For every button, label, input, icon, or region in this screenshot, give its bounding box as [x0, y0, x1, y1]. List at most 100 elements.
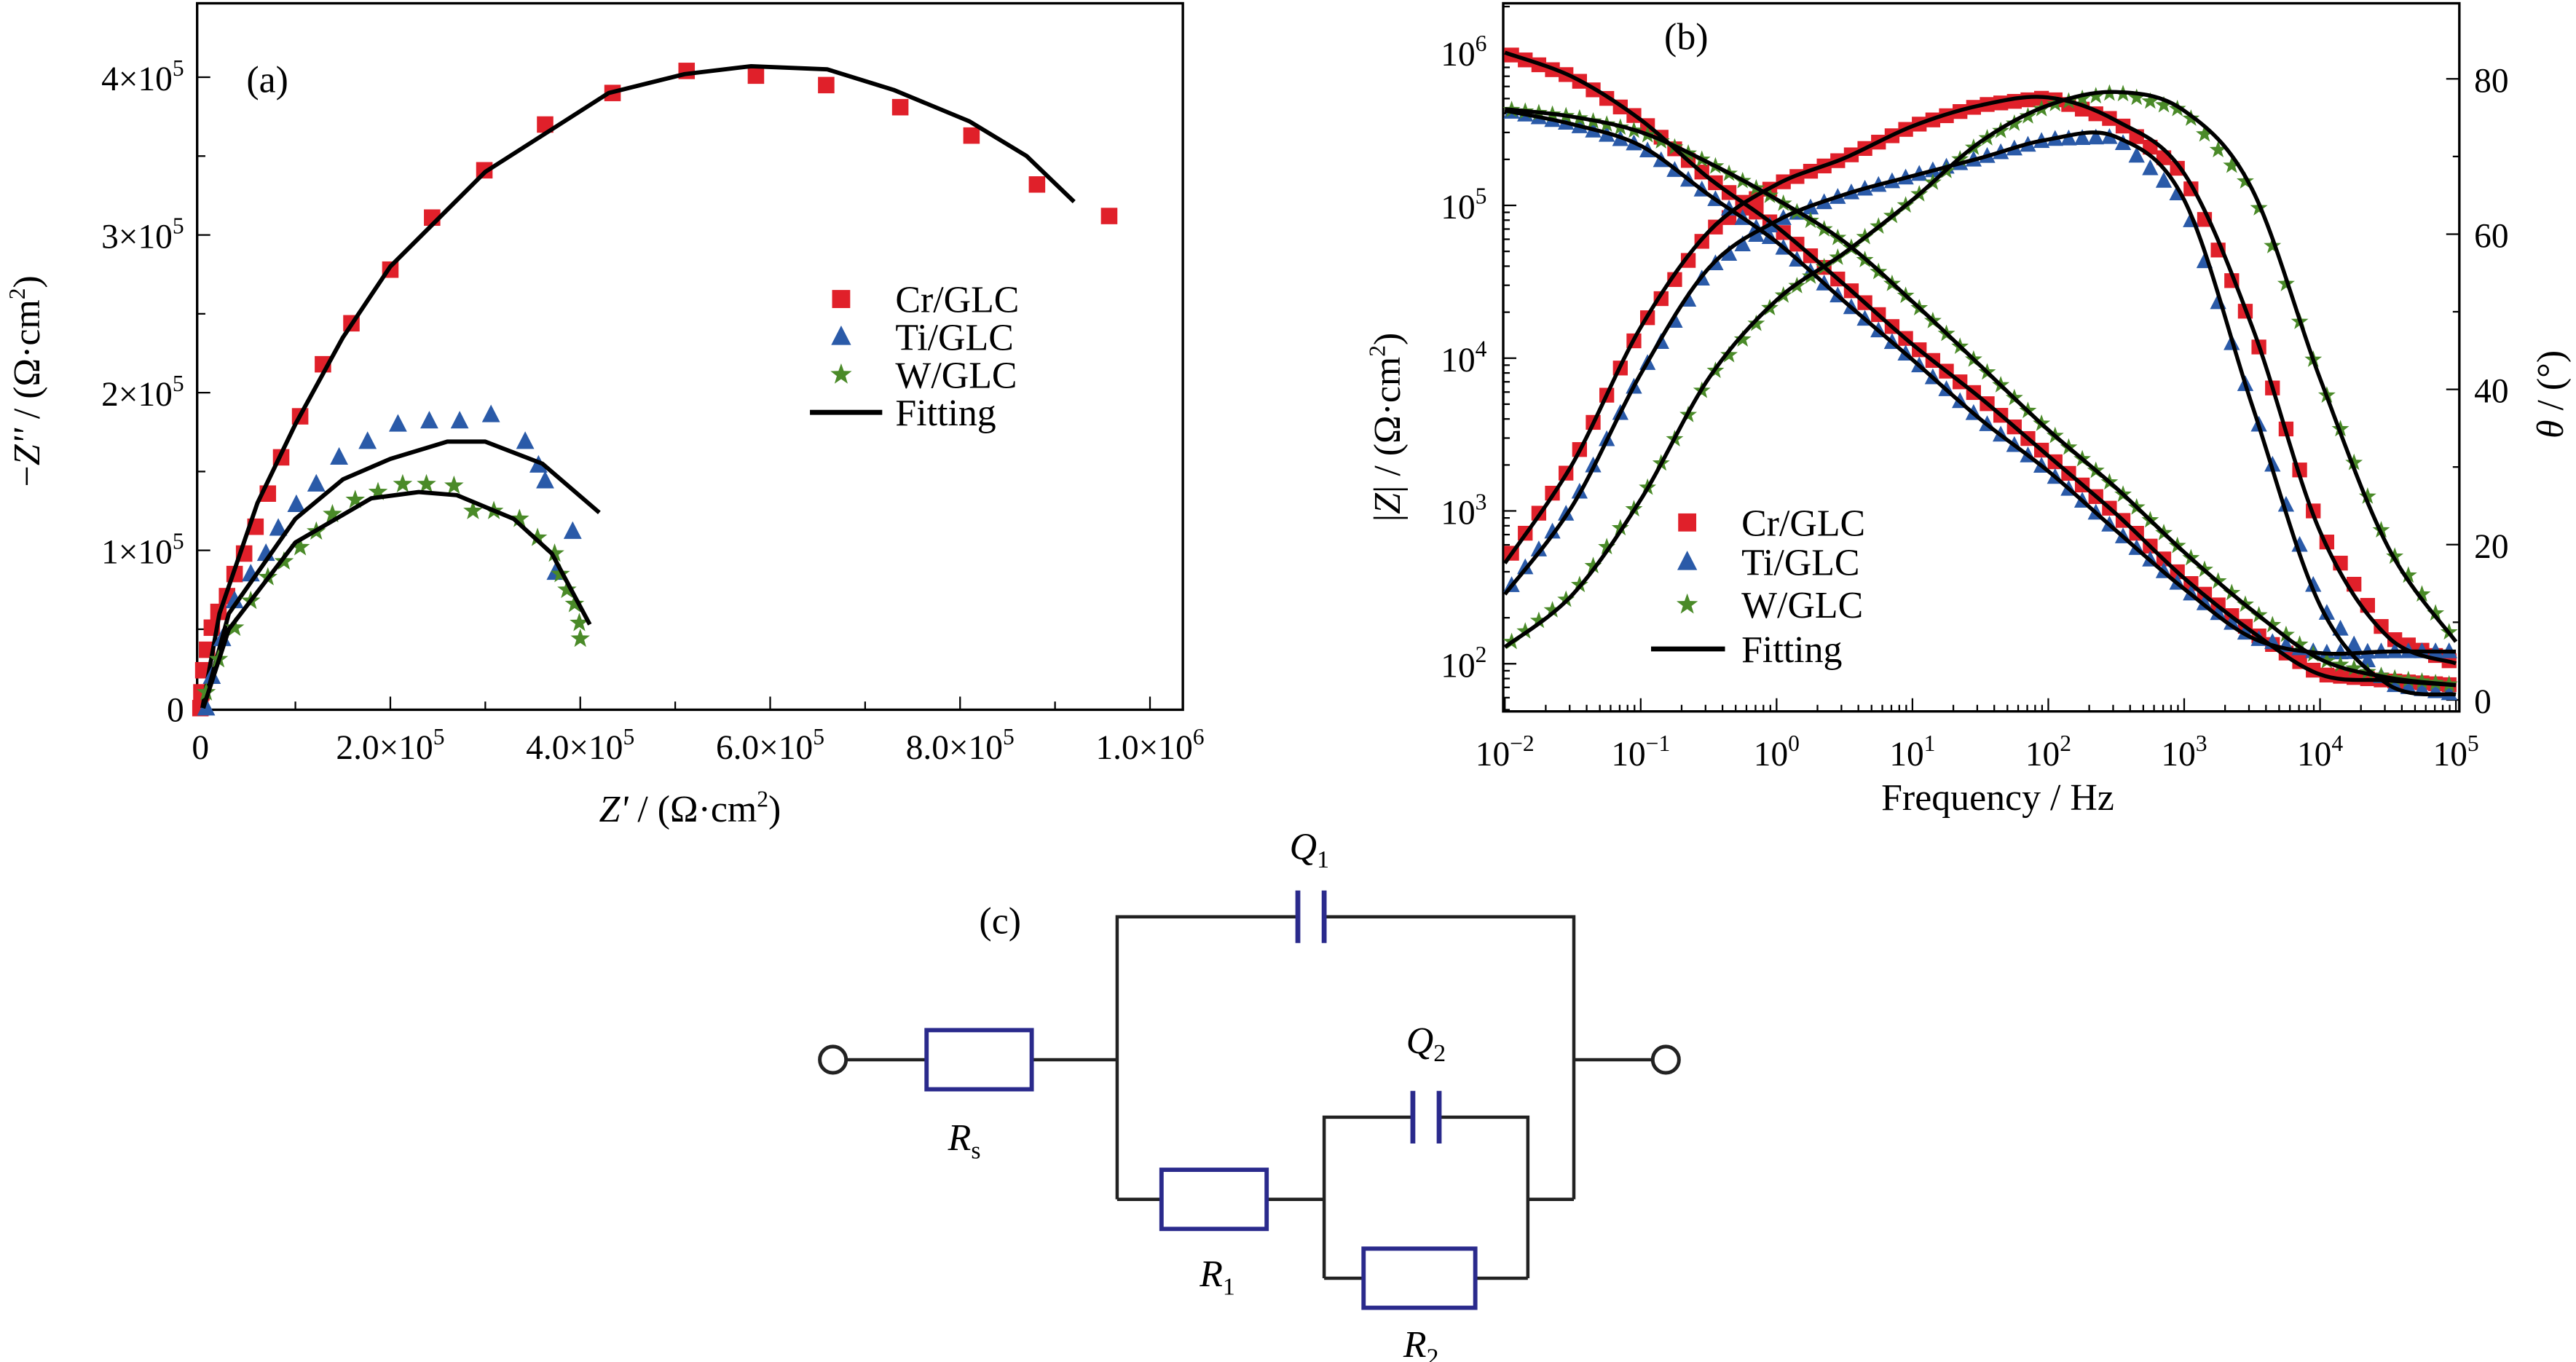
data-point-star: [290, 537, 310, 556]
x-tick-label: 0: [192, 729, 209, 767]
y-right-tick-label: 60: [2474, 217, 2508, 255]
legend-label: Fitting: [1741, 629, 1842, 671]
data-point-triangle: [1544, 522, 1561, 539]
terminal-left: [818, 1044, 848, 1075]
label-q2: Q2: [1406, 1020, 1446, 1067]
legend-label: Cr/GLC: [1741, 503, 1865, 544]
y-tick-label: 1×105: [101, 528, 184, 571]
data-point-star: [545, 543, 564, 562]
data-point-triangle: [2073, 129, 2091, 145]
x-tick-label: 10−1: [1611, 731, 1670, 773]
data-point-star: [1529, 611, 1548, 629]
fitting-line-phase-ti-glc: [1503, 130, 2457, 697]
x-tick-label: 8.0×105: [906, 724, 1015, 767]
data-point-star: [2331, 655, 2349, 672]
data-point-square: [1667, 272, 1682, 287]
data-point-star: [1543, 601, 1561, 618]
data-point-star: [557, 579, 577, 599]
data-point-star: [463, 500, 483, 519]
data-point-triangle: [1530, 540, 1548, 556]
data-point-triangle: [197, 698, 216, 716]
legend-marker-triangle: [831, 326, 851, 345]
fitting-line-cr-glc: [200, 63, 1076, 709]
data-point-square: [1680, 253, 1696, 268]
data-point-star: [323, 503, 342, 523]
data-point-star: [2358, 487, 2376, 504]
data-point-star: [2073, 89, 2092, 106]
data-point-triangle: [2210, 604, 2226, 621]
data-point-star: [1720, 345, 1738, 363]
data-point-star: [2291, 635, 2309, 653]
data-point-star: [1516, 622, 1535, 639]
data-point-star: [368, 481, 388, 500]
y-right-tick-label: 20: [2474, 528, 2508, 566]
y-left-tick-label: 102: [1441, 642, 1486, 685]
data-point-square: [963, 127, 980, 144]
fitting-line-modulus-w-glc: [1504, 107, 2457, 688]
data-point-triangle: [330, 446, 348, 465]
data-point-square: [1028, 176, 1046, 193]
data-point-triangle: [225, 590, 244, 609]
x-tick-label: 1.0×106: [1095, 724, 1204, 767]
data-point-star: [2155, 95, 2173, 113]
data-point-triangle: [287, 494, 306, 513]
fitting-line-modulus-ti-glc: [1504, 109, 2457, 656]
y-right-tick-label: 80: [2474, 62, 2508, 100]
y-left-tick-label: 106: [1441, 31, 1486, 74]
data-point-triangle: [450, 411, 469, 429]
y-tick-label: 3×105: [101, 213, 184, 256]
data-point-star: [2209, 141, 2227, 157]
y-right-tick-label: 0: [2474, 683, 2492, 721]
data-point-star: [417, 473, 436, 493]
data-point-star: [1733, 330, 1752, 347]
legend-label: W/GLC: [895, 355, 1017, 396]
y-right-tick-label: 40: [2474, 373, 2508, 411]
data-point-star: [224, 617, 245, 637]
data-point-star: [2345, 659, 2363, 676]
y-left-tick-label: 103: [1441, 489, 1486, 532]
x-tick-label: 104: [2297, 731, 2343, 773]
data-point-triangle: [307, 473, 326, 492]
data-point-triangle: [1734, 235, 1751, 251]
resistor-rs: [924, 1028, 1034, 1092]
label-r2: R2: [1403, 1324, 1439, 1362]
data-point-square: [891, 98, 909, 116]
data-point-star: [2223, 156, 2241, 173]
data-point-triangle: [1720, 245, 1738, 261]
data-point-triangle: [388, 414, 407, 432]
label-r1: R1: [1199, 1253, 1235, 1300]
data-point-triangle: [358, 431, 377, 449]
data-point-star: [527, 527, 548, 546]
data-point-star: [2127, 88, 2146, 106]
y-left-tick-label: 104: [1441, 336, 1486, 379]
data-point-star: [570, 613, 589, 631]
legend-label: Ti/GLC: [895, 317, 1013, 358]
terminal-right: [1650, 1044, 1681, 1075]
legend-label: Fitting: [895, 393, 996, 434]
y-axis-label: −Z'' / (Ω·cm2): [4, 275, 48, 487]
data-point-star: [2277, 625, 2295, 642]
label-q1: Q1: [1290, 827, 1329, 873]
data-point-triangle: [563, 521, 582, 539]
x-tick-label: 100: [1754, 731, 1800, 773]
data-point-star: [2427, 604, 2445, 621]
x-axis-label: Z' / (Ω·cm2): [599, 787, 781, 830]
x-tick-label: 4.0×105: [526, 724, 634, 767]
y-right-axis-label: θ / (°): [2530, 350, 2572, 438]
data-point-square: [1100, 208, 1118, 224]
x-tick-label: 101: [1889, 731, 1935, 773]
wire: [1324, 915, 1576, 1200]
data-point-star: [1611, 519, 1629, 536]
data-point-star: [2345, 453, 2363, 471]
y-tick-label: 4×105: [101, 55, 184, 98]
legend-marker-square: [832, 290, 851, 308]
data-point-square: [818, 76, 835, 94]
x-tick-label: 102: [2025, 731, 2071, 773]
legend-label: W/GLC: [1741, 585, 1863, 626]
data-point-triangle: [269, 518, 288, 536]
data-point-triangle: [2305, 575, 2322, 592]
x-tick-label: 2.0×105: [336, 724, 444, 767]
